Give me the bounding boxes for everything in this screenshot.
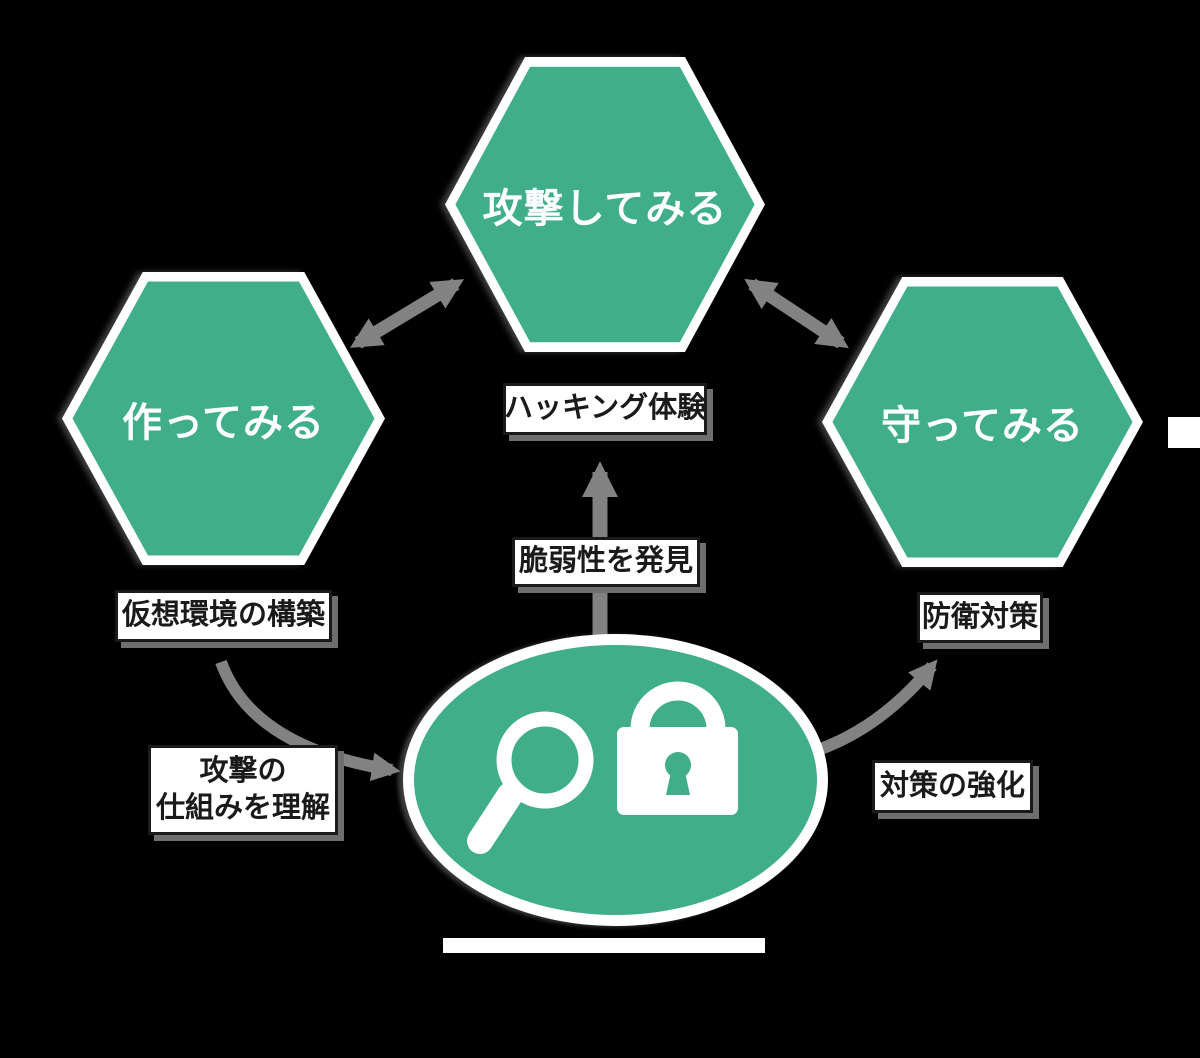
- label-understand-attack: 攻撃の 仕組みを理解: [148, 745, 338, 835]
- security-ellipse: [403, 634, 828, 926]
- label-defense-measures: 防衛対策: [917, 592, 1043, 643]
- hexagon-attack-label: 攻撃してみる: [482, 186, 728, 231]
- label-discover-vulnerability: 脆弱性を発見: [512, 537, 700, 587]
- label-hacking-experience: ハッキング体験: [503, 383, 707, 435]
- label-understand-attack-line1: 攻撃の: [199, 754, 287, 787]
- hexagon-defend: 守ってみる: [822, 277, 1143, 567]
- label-virtual-environment: 仮想環境の構築: [115, 590, 332, 642]
- label-strengthen-measures: 対策の強化: [872, 760, 1033, 813]
- hexagon-defend-border: 守ってみる: [822, 277, 1143, 567]
- label-understand-attack-line2: 仕組みを理解: [155, 792, 330, 824]
- arrow-understand-attack: [215, 659, 401, 782]
- hexagon-defend-label: 守ってみる: [881, 404, 1084, 448]
- security-icons: [467, 681, 738, 854]
- arrow-build-attack: [349, 278, 465, 349]
- hexagon-build-label: 作ってみる: [122, 400, 325, 445]
- caption-bar-fragment: [443, 938, 765, 953]
- hexagon-build: 作ってみる: [62, 272, 385, 565]
- hexagon-attack: 攻撃してみる: [445, 57, 765, 352]
- arrow-strengthen-defense: [815, 659, 938, 756]
- magnifier-icon: [467, 711, 594, 854]
- arrow-attack-defend: [744, 278, 849, 349]
- edge-shape-fragment: [1168, 417, 1200, 448]
- padlock-icon: [617, 681, 738, 815]
